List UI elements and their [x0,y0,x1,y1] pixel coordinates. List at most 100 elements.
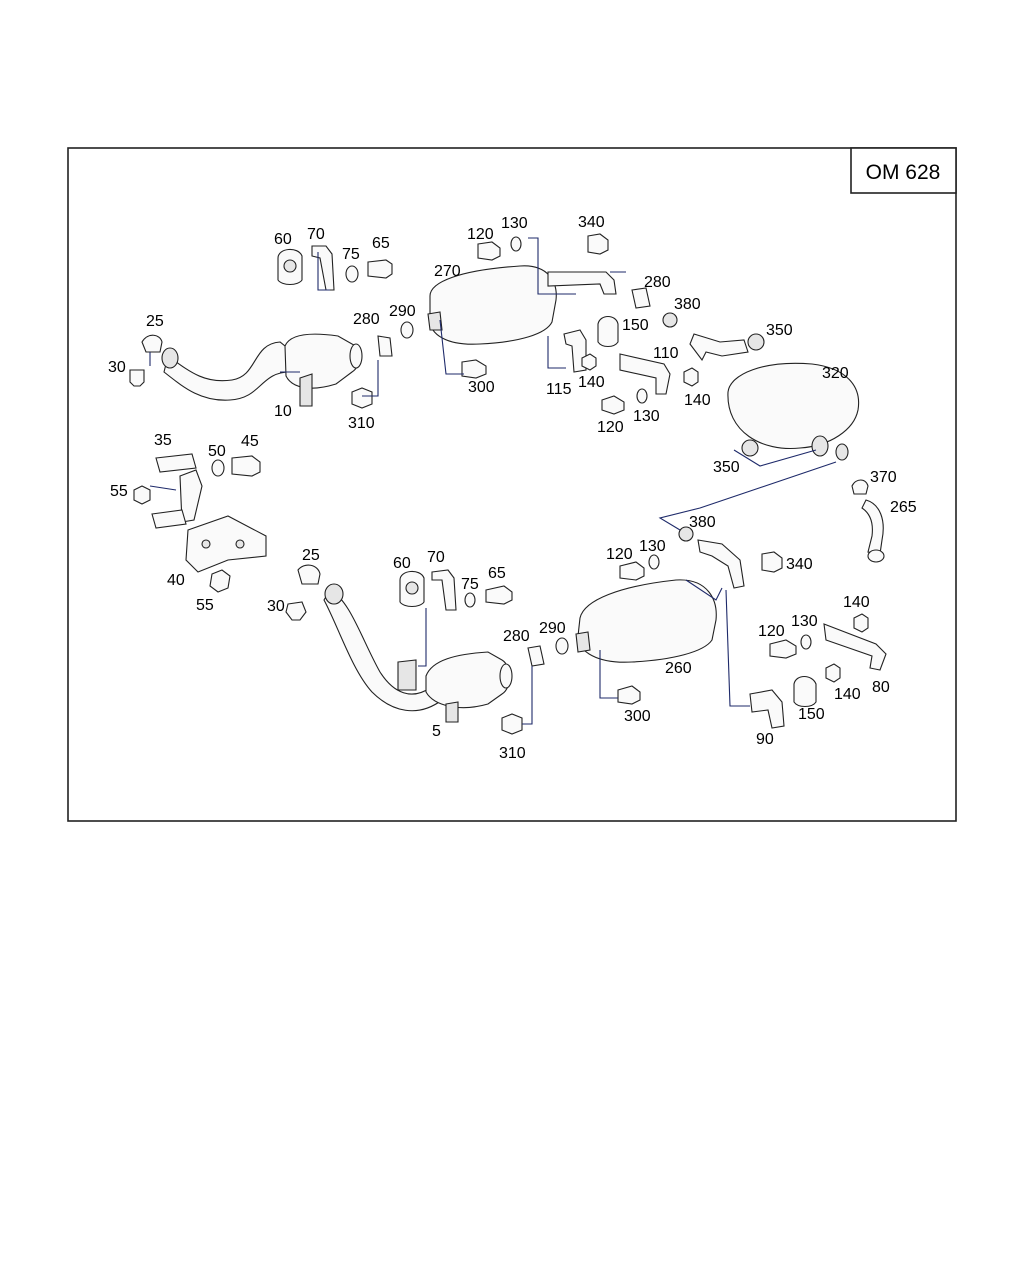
ring-290-lower [555,637,569,655]
intermediate-pipe-upper [689,333,749,362]
label-130: 130 [791,613,818,630]
rubber-mount-hole-lower [405,581,419,595]
pipe-flange-lower [324,583,344,605]
rubber-mount-hole-upper [283,259,297,273]
title-box [850,147,957,194]
label-350: 350 [766,322,793,339]
leader-lines-upper [149,237,817,467]
nut-55-left [133,485,151,505]
washer-130-lower-mid [648,554,660,570]
label-60: 60 [274,231,292,248]
clamp-25-upper [141,334,163,353]
muffler-260-inlet [575,631,591,653]
leader-lines-bracket [149,485,177,491]
label-320: 320 [822,365,849,382]
label-310: 310 [499,745,526,762]
label-140: 140 [578,374,605,391]
label-300: 300 [468,379,495,396]
label-55: 55 [196,597,214,614]
label-140: 140 [843,594,870,611]
nut-140-lower-a [853,613,869,633]
label-310: 310 [348,415,375,432]
label-260: 260 [665,660,692,677]
nut-140-lower-b [825,663,841,683]
bolt-300-lower [617,685,641,705]
label-70: 70 [427,549,445,566]
label-380: 380 [689,514,716,531]
label-75: 75 [461,576,479,593]
washer-50 [211,459,225,477]
clamp-370 [851,479,869,495]
seal-280-lower [527,645,545,667]
bracket-115 [563,329,587,373]
label-110: 110 [653,345,679,362]
label-340: 340 [578,214,605,231]
bracket-plate-40 [185,515,267,573]
bolt-65-lower [485,585,513,605]
nut-55-lower [209,569,231,593]
label-370: 370 [870,469,897,486]
bracket-70-lower [431,569,457,611]
part-labels: 60 70 75 65 120 130 340 270 25 30 280 29… [108,214,917,762]
bolt-65-upper [367,259,393,279]
label-80: 80 [872,679,890,696]
label-50: 50 [208,443,226,460]
bolt-340-lower [761,551,783,573]
mounting-bracket-group [133,453,267,593]
label-290: 290 [389,303,416,320]
label-280: 280 [644,274,671,291]
spacer-35-lower [151,509,187,529]
tail-pipe-tip [867,549,885,563]
bolt-300-upper [461,359,487,379]
muffler-260 [577,579,717,663]
upper-assembly [129,233,885,563]
label-380: 380 [674,296,701,313]
label-30: 30 [108,359,126,376]
washer-130-upper-bottom [636,388,648,404]
muffler-270 [429,265,557,345]
converter-bracket-upper [299,373,313,407]
diagram-title: OM 628 [866,161,941,184]
label-90: 90 [756,731,774,748]
label-140: 140 [834,686,861,703]
bracket-hole-a [201,539,211,549]
label-350: 350 [713,459,740,476]
label-265: 265 [890,499,917,516]
nut-140-upper-a [581,353,597,371]
label-120: 120 [597,419,624,436]
rubber-mount-150-lower [793,675,817,708]
label-290: 290 [539,620,566,637]
label-115: 115 [546,381,572,398]
washer-130-lower-right [800,634,812,650]
spacer-35 [155,453,197,473]
clamp-280-upper-right [631,287,651,309]
connecting-pipe-upper [547,271,617,295]
nut-380-lower [678,526,694,542]
bolt-30-upper [129,369,145,387]
label-10: 10 [274,403,292,420]
rear-silencer-320 [727,362,860,450]
converter-foot-lower [445,701,459,723]
bracket-110 [619,353,671,395]
label-120: 120 [467,226,494,243]
nut-310-upper [351,387,373,409]
label-40: 40 [167,572,185,589]
label-130: 130 [633,408,660,425]
label-55: 55 [110,483,128,500]
label-70: 70 [307,226,325,243]
label-65: 65 [488,565,506,582]
bolt-120-lower-right [769,639,797,659]
label-45: 45 [241,433,259,450]
converter-outlet-lower [499,663,513,689]
label-75: 75 [342,246,360,263]
leader-lines-lower [418,461,837,725]
tail-pipe-265 [861,499,884,555]
label-280: 280 [503,628,530,645]
bracket-hole-b [235,539,245,549]
bracket-90 [749,689,785,729]
seal-280-upper-left [377,335,393,357]
converter-outlet-upper [349,343,363,369]
pipe-flange-upper [161,347,179,369]
nut-380-upper [662,312,678,328]
